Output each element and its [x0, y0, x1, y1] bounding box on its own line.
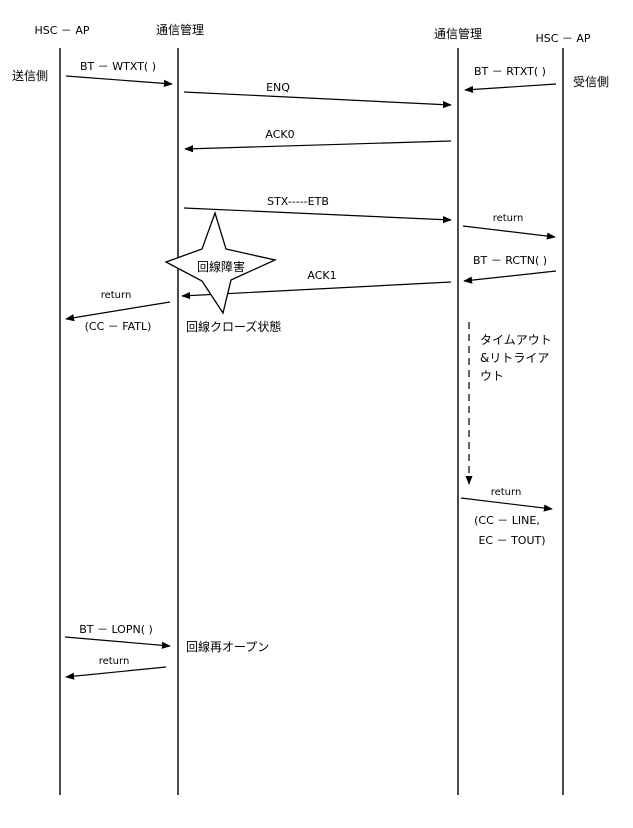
label-return-right-1: return	[493, 213, 524, 224]
label-return-left-2: return	[99, 656, 130, 667]
arrow-ack0	[184, 140, 452, 153]
label-ec-tout: EC － TOUT)	[478, 534, 545, 547]
label-ack1: ACK1	[307, 269, 336, 282]
arrow-bt-rtxt	[464, 83, 557, 94]
line-reopen-label: 回線再オープン	[186, 639, 269, 654]
timeout-text-1: タイムアウト	[480, 333, 552, 347]
label-return-left-1: return	[101, 290, 132, 301]
label-bt-wtxt: BT － WTXT( )	[80, 60, 156, 73]
label-bt-lopn: BT － LOPN( )	[79, 623, 153, 636]
arrow-return-right-2	[460, 497, 553, 512]
arrow-bt-rctn	[463, 270, 557, 284]
arrow-return-left-2	[65, 666, 167, 680]
label-bt-rctn: BT － RCTN( )	[473, 254, 547, 267]
header-left-ap: HSC － AP	[34, 24, 89, 37]
label-stx-etb: STX-----ETB	[267, 195, 329, 208]
arrow-return-right-1	[462, 225, 556, 240]
arrow-stx-etb	[183, 207, 452, 224]
header-left-comm: 通信管理	[156, 22, 204, 37]
line-fault-star-shape	[164, 210, 278, 315]
header-right-comm: 通信管理	[434, 26, 482, 41]
label-ack0: ACK0	[265, 128, 294, 141]
header-right-ap: HSC － AP	[535, 32, 590, 45]
label-cc-fatl: (CC － FATL)	[85, 320, 152, 333]
line-closed-label: 回線クローズ状態	[186, 319, 281, 334]
label-enq: ENQ	[266, 81, 290, 94]
timeout-text-2: &リトライア	[480, 351, 549, 365]
arrow-return-left-1	[65, 301, 171, 322]
arrow-bt-wtxt	[65, 75, 173, 87]
sender-label: 送信側	[12, 68, 48, 83]
arrow-bt-lopn	[64, 636, 171, 649]
label-cc-line: (CC － LINE,	[474, 514, 540, 527]
receiver-label: 受信側	[573, 75, 609, 89]
label-return-right-2: return	[491, 487, 522, 498]
line-fault-label: 回線障害	[197, 259, 245, 274]
label-bt-rtxt: BT － RTXT( )	[474, 65, 546, 78]
arrow-enq	[183, 91, 452, 109]
timeout-text-3: ウト	[480, 369, 504, 383]
